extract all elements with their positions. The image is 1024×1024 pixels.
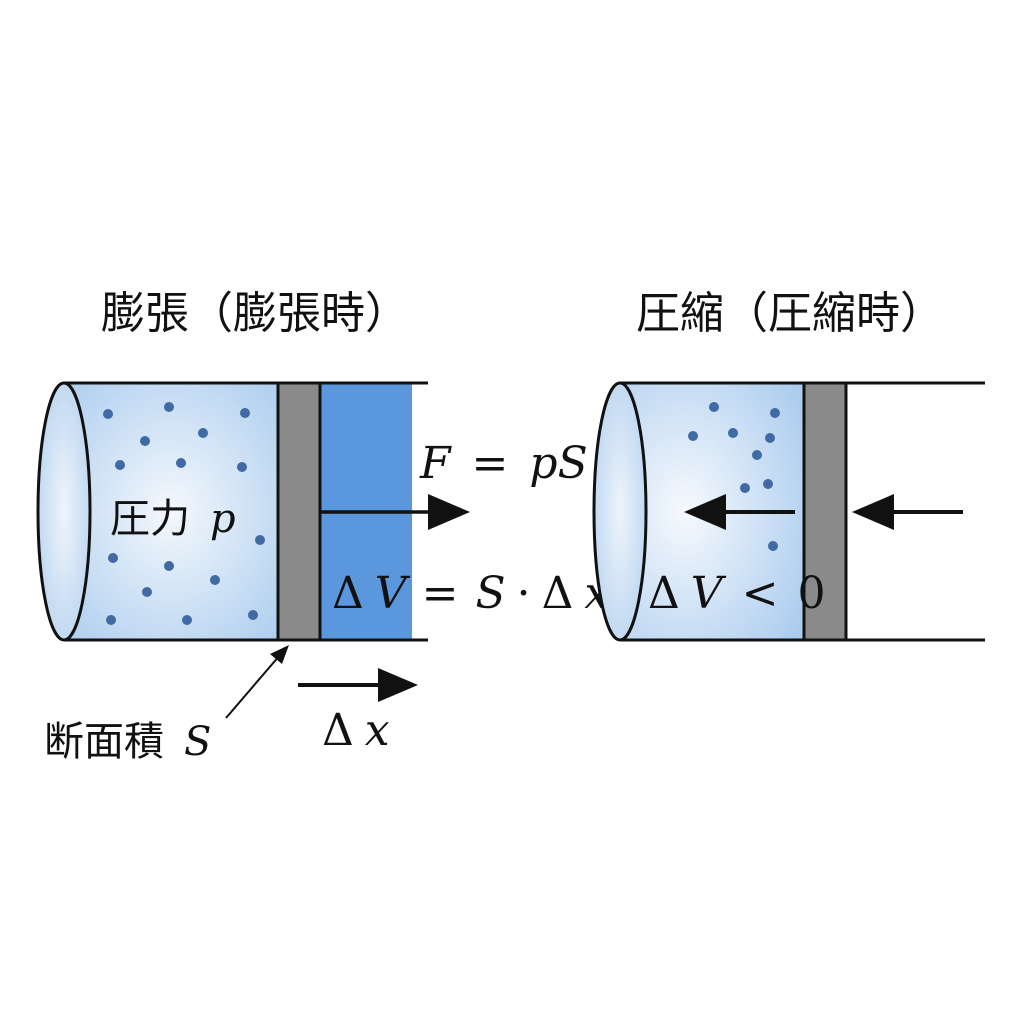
gas-particle bbox=[140, 436, 150, 446]
displacement-label: Δ x bbox=[322, 705, 390, 756]
displacement-arrow-icon bbox=[378, 668, 418, 702]
gas-particle bbox=[164, 561, 174, 571]
gas-particle bbox=[182, 615, 192, 625]
gas-particle bbox=[768, 541, 778, 551]
gas-particle bbox=[765, 433, 775, 443]
gas-particle bbox=[142, 587, 152, 597]
area-pointer-arrowhead-icon bbox=[270, 645, 289, 664]
gas-particle bbox=[248, 610, 258, 620]
compression-panel: 圧縮（圧縮時） Δ V < bbox=[592, 288, 985, 642]
dx-x: x bbox=[365, 705, 390, 756]
volume-change-equation: Δ V = S · Δ x bbox=[332, 568, 609, 619]
gas-particle bbox=[709, 402, 719, 412]
compression-title: 圧縮（圧縮時） bbox=[636, 288, 944, 339]
dv-dot: · bbox=[517, 568, 531, 619]
gas-particle bbox=[763, 479, 773, 489]
compression-dv-less-than: < bbox=[742, 568, 779, 619]
gas-particle bbox=[255, 535, 265, 545]
gas-particle bbox=[108, 553, 118, 563]
gas-particle bbox=[106, 615, 116, 625]
force-symbol: F bbox=[419, 438, 452, 489]
dv-area-symbol: S bbox=[475, 568, 505, 619]
expansion-gas-region bbox=[64, 383, 278, 640]
gas-particle bbox=[688, 431, 698, 441]
force-equals: = bbox=[472, 438, 509, 489]
pressure-text: 圧力 bbox=[110, 496, 190, 542]
compression-dv-delta: Δ bbox=[648, 568, 680, 619]
expansion-title: 膨張（膨張時） bbox=[101, 288, 409, 339]
expansion-gas-particles bbox=[103, 402, 265, 625]
expansion-panel: 膨張（膨張時） bbox=[36, 288, 609, 765]
gas-particle bbox=[752, 450, 762, 460]
gas-particle bbox=[198, 428, 208, 438]
area-pointer-line bbox=[225, 654, 281, 719]
dv-symbol: V bbox=[375, 568, 411, 619]
compression-dv-zero: 0 bbox=[797, 568, 825, 619]
area-text: 断面積 bbox=[44, 719, 164, 765]
expansion-piston bbox=[276, 381, 322, 642]
gas-particle bbox=[210, 575, 220, 585]
gas-particle bbox=[740, 483, 750, 493]
area-symbol: S bbox=[184, 719, 211, 765]
compression-cylinder-end bbox=[592, 381, 648, 642]
force-rhs: pS bbox=[529, 438, 587, 489]
pressure-label: 圧力 p bbox=[110, 496, 236, 542]
gas-particle bbox=[176, 458, 186, 468]
push-arrow-icon bbox=[852, 494, 894, 530]
gas-particle bbox=[115, 460, 125, 470]
gas-particle bbox=[103, 409, 113, 419]
gas-particle bbox=[728, 428, 738, 438]
dv-rhs-delta: Δ bbox=[542, 568, 574, 619]
gas-particle bbox=[237, 462, 247, 472]
force-equation: F = pS bbox=[419, 438, 588, 489]
gas-particle bbox=[240, 408, 250, 418]
pressure-symbol: p bbox=[210, 496, 236, 542]
gas-compression-arrow-icon bbox=[684, 494, 726, 530]
compression-gas-particles bbox=[688, 402, 780, 551]
dv-equals: = bbox=[422, 568, 459, 619]
expansion-cylinder-end bbox=[36, 381, 92, 642]
dv-delta: Δ bbox=[332, 568, 364, 619]
compression-piston bbox=[802, 381, 848, 642]
gas-particle bbox=[770, 408, 780, 418]
gas-particle bbox=[164, 402, 174, 412]
dx-delta: Δ bbox=[322, 705, 354, 756]
compression-volume-change: Δ V < 0 bbox=[648, 568, 825, 619]
area-label: 断面積 S bbox=[44, 719, 211, 765]
compression-dv-symbol: V bbox=[691, 568, 727, 619]
force-arrow-icon bbox=[428, 494, 470, 530]
